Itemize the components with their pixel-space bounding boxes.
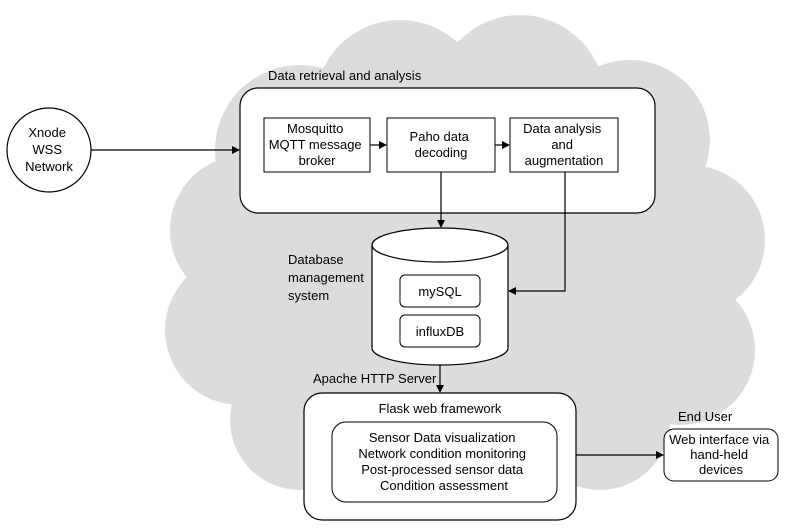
apache-label: Apache HTTP Server bbox=[313, 371, 437, 386]
web-interface-label: Web interface via hand-held devices bbox=[669, 432, 773, 477]
end-user-label: End User bbox=[678, 409, 733, 424]
paho-label: Paho data decoding bbox=[410, 129, 473, 160]
influxdb-box bbox=[399, 314, 481, 348]
paho-box bbox=[386, 117, 496, 173]
mysql-box bbox=[399, 274, 481, 308]
mysql-label: mySQL bbox=[418, 284, 461, 299]
mosquitto-label: Mosquitto MQTT message broker bbox=[269, 121, 366, 168]
xnode-label: Xnode WSS Network bbox=[25, 125, 73, 174]
influxdb-label: influxDB bbox=[416, 324, 464, 339]
flask-title: Flask web framework bbox=[379, 401, 502, 416]
flask-services-list: Sensor Data visualization Network condit… bbox=[358, 430, 529, 493]
retrieval-title: Data retrieval and analysis bbox=[268, 68, 422, 83]
arrow-analysis-to-mysql bbox=[508, 172, 566, 295]
analysis-box bbox=[509, 117, 619, 173]
mosquitto-box bbox=[263, 117, 371, 173]
flask-services-box bbox=[331, 421, 558, 503]
web-interface-box bbox=[663, 428, 779, 482]
analysis-label: Data analysis and augmentation bbox=[523, 121, 605, 168]
database-label: Database management system bbox=[288, 252, 368, 303]
